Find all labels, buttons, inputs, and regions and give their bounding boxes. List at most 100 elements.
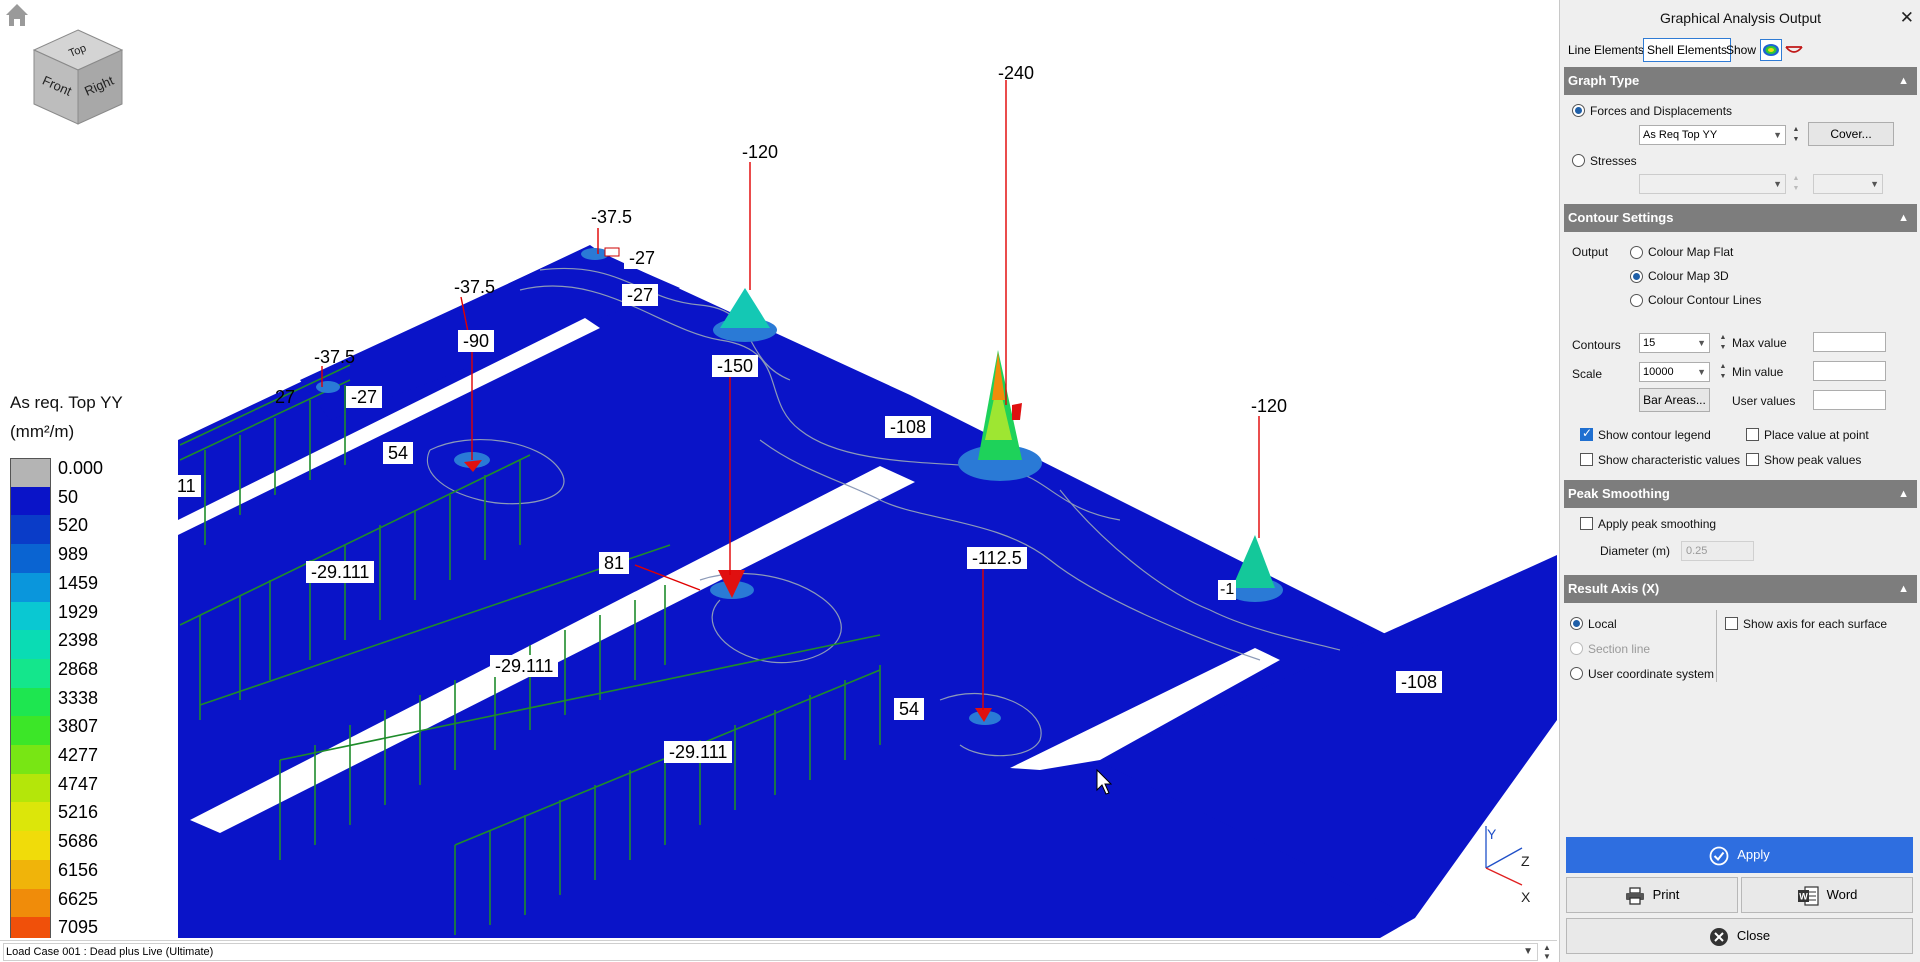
peak-smoothing-header[interactable]: Peak Smoothing ▲ bbox=[1564, 480, 1917, 508]
stresses-spinner[interactable]: ▲▼ bbox=[1792, 175, 1800, 192]
contours-spinner[interactable]: ▲▼ bbox=[1719, 334, 1727, 351]
tab-shell-elements[interactable]: Shell Elements bbox=[1643, 38, 1732, 62]
chevron-down-icon: ▼ bbox=[1773, 130, 1782, 140]
collapse-icon[interactable]: ▲ bbox=[1898, 583, 1909, 595]
section-line-radio[interactable] bbox=[1570, 642, 1583, 655]
scale-select[interactable]: 10000 ▼ bbox=[1639, 362, 1710, 382]
analysis-output-panel: Graphical Analysis Output ✕ Line Element… bbox=[1559, 0, 1920, 962]
stresses-option-select[interactable]: ▼ bbox=[1813, 174, 1883, 194]
stresses-radio[interactable] bbox=[1572, 154, 1585, 167]
place-value-label: Place value at point bbox=[1764, 428, 1869, 442]
apply-button[interactable]: Apply bbox=[1566, 837, 1913, 873]
colour-map-flat-label: Colour Map Flat bbox=[1648, 245, 1734, 259]
legend-row: 4747 bbox=[10, 773, 170, 803]
contour-settings-header[interactable]: Contour Settings ▲ bbox=[1564, 204, 1917, 232]
legend-value: 7095 bbox=[58, 917, 99, 938]
value-label: 81 bbox=[599, 552, 630, 574]
graph-type-header[interactable]: Graph Type ▲ bbox=[1564, 67, 1917, 95]
value-label: 54 bbox=[383, 442, 414, 464]
value-label: -37.5 bbox=[591, 207, 633, 227]
value-label: -90 bbox=[458, 330, 495, 352]
legend-title-line2: (mm²/m) bbox=[10, 422, 75, 441]
close-icon[interactable]: ✕ bbox=[1899, 8, 1914, 27]
contours-select[interactable]: 15 ▼ bbox=[1639, 333, 1710, 353]
legend-swatch bbox=[10, 601, 51, 631]
forces-spinner[interactable]: ▲▼ bbox=[1792, 126, 1800, 143]
bar-areas-button[interactable]: Bar Areas... bbox=[1639, 388, 1710, 412]
legend-swatch bbox=[10, 515, 51, 545]
colour-map-3d-radio[interactable] bbox=[1630, 270, 1643, 283]
deflected-shape-icon[interactable] bbox=[1785, 41, 1803, 59]
legend-row: 3338 bbox=[10, 687, 170, 717]
view-cube-right-face bbox=[77, 49, 123, 125]
cover-button[interactable]: Cover... bbox=[1808, 122, 1894, 146]
user-coordinate-radio[interactable] bbox=[1570, 667, 1583, 680]
legend-title-line1: As req. Top YY bbox=[10, 393, 123, 412]
legend-value: 1459 bbox=[58, 572, 99, 593]
value-label: -37.5 bbox=[454, 277, 496, 297]
forces-radio[interactable] bbox=[1572, 104, 1585, 117]
value-label: -108 bbox=[885, 416, 932, 438]
slab-gap bbox=[1010, 648, 1280, 770]
legend-swatch bbox=[10, 917, 51, 938]
print-button[interactable]: Print bbox=[1566, 877, 1738, 913]
show-contour-legend-checkbox[interactable] bbox=[1580, 426, 1593, 441]
load-case-select[interactable]: Load Case 001 : Dead plus Live (Ultimate… bbox=[3, 943, 1538, 961]
contour-map-icon[interactable] bbox=[1760, 39, 1782, 61]
stresses-label: Stresses bbox=[1590, 154, 1637, 168]
3d-viewport[interactable]: Top Front Right -240 -120 -120 -37.5 -37… bbox=[0, 0, 1557, 938]
local-axis-radio[interactable] bbox=[1570, 617, 1583, 630]
legend-value: 3807 bbox=[58, 716, 99, 737]
legend-value: 6625 bbox=[58, 888, 99, 909]
value-label: -27 bbox=[346, 386, 383, 408]
load-case-value: Load Case 001 : Dead plus Live (Ultimate… bbox=[6, 946, 214, 958]
value-label: -29.111 bbox=[306, 561, 375, 583]
legend-swatch bbox=[10, 458, 51, 487]
tab-line-elements[interactable]: Line Elements bbox=[1568, 43, 1645, 57]
legend-row: 0.000 bbox=[10, 458, 170, 487]
collapse-icon[interactable]: ▲ bbox=[1898, 75, 1909, 87]
legend-row: 4277 bbox=[10, 745, 170, 774]
contours-label: Contours bbox=[1572, 338, 1621, 352]
value-label: -1 bbox=[1218, 580, 1237, 600]
diameter-input[interactable]: 0.25 bbox=[1681, 541, 1754, 561]
colour-map-flat-radio[interactable] bbox=[1630, 246, 1643, 259]
value-label: 11 bbox=[172, 475, 201, 497]
stresses-component-select[interactable]: ▼ bbox=[1639, 174, 1786, 194]
legend-swatch bbox=[10, 687, 51, 717]
user-values-input[interactable] bbox=[1813, 390, 1886, 410]
check-circle-icon bbox=[1709, 846, 1729, 865]
chevron-down-icon[interactable]: ▼ bbox=[1523, 946, 1533, 957]
scale-spinner[interactable]: ▲▼ bbox=[1719, 363, 1727, 380]
close-button[interactable]: Close bbox=[1566, 918, 1913, 954]
slab-plate-right bbox=[1100, 555, 1557, 918]
legend-swatch bbox=[10, 859, 51, 889]
leader-lines bbox=[321, 80, 1260, 710]
apply-peak-smoothing-checkbox[interactable] bbox=[1580, 517, 1593, 530]
legend-row: 1929 bbox=[10, 601, 170, 631]
legend-value: 0.000 bbox=[58, 458, 104, 478]
result-axis-header[interactable]: Result Axis (X) ▲ bbox=[1564, 575, 1917, 603]
diameter-label: Diameter (m) bbox=[1600, 544, 1671, 558]
colour-map-3d-label: Colour Map 3D bbox=[1648, 269, 1729, 283]
home-icon[interactable] bbox=[4, 2, 30, 28]
show-peak-checkbox[interactable] bbox=[1746, 453, 1759, 466]
printer-icon bbox=[1625, 886, 1644, 905]
collapse-icon[interactable]: ▲ bbox=[1898, 488, 1909, 500]
colour-contour-lines-radio[interactable] bbox=[1630, 294, 1643, 307]
load-case-spinner[interactable]: ▲▼ bbox=[1543, 943, 1551, 961]
max-value-input[interactable] bbox=[1813, 332, 1886, 352]
show-axis-each-checkbox[interactable] bbox=[1725, 617, 1738, 630]
view-cube[interactable]: Top Front Right bbox=[30, 28, 126, 128]
word-label: Word bbox=[1826, 887, 1858, 902]
legend-value: 2868 bbox=[58, 658, 99, 679]
word-button[interactable]: W Word bbox=[1741, 877, 1913, 913]
show-characteristic-checkbox[interactable] bbox=[1580, 453, 1593, 466]
forces-component-select[interactable]: As Req Top YY ▼ bbox=[1639, 125, 1786, 145]
legend-swatch bbox=[10, 572, 51, 602]
collapse-icon[interactable]: ▲ bbox=[1898, 212, 1909, 224]
place-value-checkbox[interactable] bbox=[1746, 428, 1759, 441]
value-label: -112.5 bbox=[967, 547, 1027, 569]
min-value-input[interactable] bbox=[1813, 361, 1886, 381]
